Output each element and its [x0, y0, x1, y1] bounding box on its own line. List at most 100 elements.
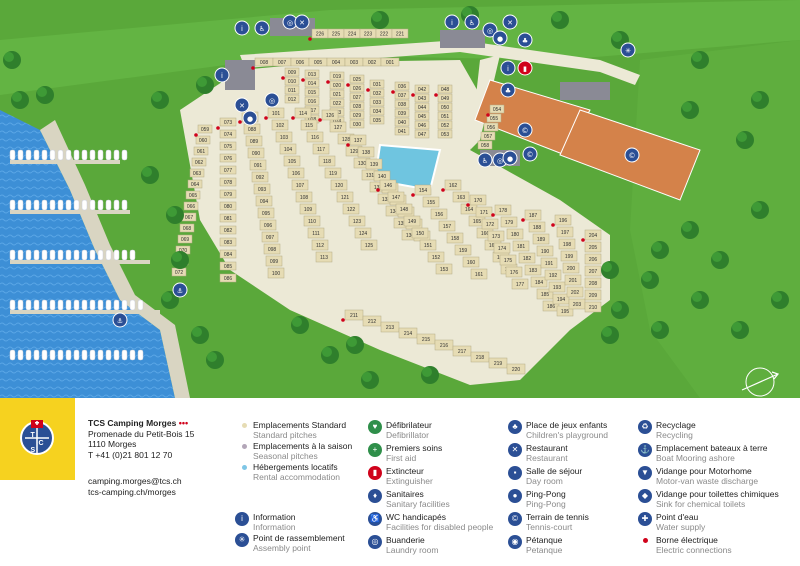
- tree: [651, 241, 669, 259]
- jetty: [10, 160, 120, 164]
- legend-label-en: Restaurant: [526, 453, 568, 463]
- restaurant-icon: ✕: [508, 443, 522, 457]
- pitch-number: 125: [365, 243, 374, 249]
- pitch-number: 165: [473, 219, 482, 225]
- boat-icon: ⚓: [638, 443, 652, 457]
- pitch: 001: [380, 57, 400, 67]
- wc-disabled-icon: ♿: [464, 14, 480, 30]
- boat: [25, 149, 32, 161]
- pitch-number: 148: [400, 207, 409, 213]
- pitch-number: 116: [311, 135, 319, 141]
- pitch-number: 112: [316, 243, 324, 249]
- electric-connection-dot: [291, 116, 295, 120]
- pitch-number: 222: [380, 32, 389, 38]
- ping-pong-icon: ●: [502, 150, 518, 166]
- pitch-type-swatch: [242, 444, 247, 449]
- pitch: 155: [422, 196, 440, 208]
- electric-connection-icon: [643, 538, 648, 543]
- pitch: 014: [304, 78, 320, 88]
- pitch-number: 123: [353, 219, 362, 225]
- boat: [33, 149, 40, 161]
- pitch-number: 186: [547, 304, 556, 310]
- electric-connection-dot: [441, 188, 445, 192]
- electric-connection-dot: [341, 318, 345, 322]
- pitch-number: 088: [248, 127, 257, 133]
- building: [560, 82, 610, 100]
- pitch-number: 105: [288, 159, 297, 165]
- pitch: 040: [394, 117, 410, 127]
- pitch-number: 097: [266, 235, 275, 241]
- pitch-number: 058: [481, 143, 490, 149]
- pitch-number: 052: [441, 123, 450, 129]
- ping-pong-icon: ●: [492, 30, 508, 46]
- pitch-number: 041: [398, 129, 407, 135]
- boat: [9, 349, 16, 361]
- pitch: 205: [584, 241, 602, 253]
- pitch: 009: [284, 67, 300, 77]
- boat: [89, 299, 96, 311]
- pitch-number: 151: [424, 243, 433, 249]
- pitch-number: 045: [418, 114, 427, 120]
- pitch: 055: [486, 113, 502, 123]
- pitch: 222: [375, 28, 393, 39]
- pitch-number: 196: [559, 218, 568, 224]
- pitch-number: 091: [254, 163, 263, 169]
- pitch: 083: [219, 237, 237, 247]
- pitch: 207: [584, 265, 602, 277]
- ping-pong-icon: ●: [242, 110, 258, 126]
- pitch-number: 049: [441, 96, 450, 102]
- pitch-number: 213: [386, 325, 395, 331]
- boat: [105, 149, 112, 161]
- tree: [36, 86, 54, 104]
- pitch: 110: [303, 215, 321, 227]
- pitch-number: 182: [523, 256, 532, 262]
- pitch-number: 113: [320, 255, 328, 261]
- pitch: 091: [249, 159, 267, 171]
- pitch: 104: [279, 143, 297, 155]
- svg-text:◎: ◎: [497, 157, 503, 165]
- pitch: 191: [540, 257, 558, 269]
- recycling-icon: ♻: [638, 420, 652, 434]
- pitch: 188: [528, 221, 546, 233]
- pitch-number: 122: [347, 207, 356, 213]
- pitch: 226: [311, 28, 329, 39]
- pitch-number: 152: [432, 255, 441, 261]
- pitch-number: 189: [537, 237, 546, 243]
- pitch: 221: [391, 28, 409, 39]
- legend-label-fr: Vidange pour toilettes chimiques: [656, 489, 779, 499]
- pitch: 120: [330, 179, 348, 191]
- camping-name: TCS Camping Morges: [88, 418, 177, 428]
- pitch-number: 004: [332, 60, 341, 66]
- pitch-number: 121: [341, 195, 350, 201]
- pitch-number: 134: [390, 209, 399, 215]
- boat: [17, 299, 24, 311]
- electric-connection-dot: [376, 188, 380, 192]
- pitch: 060: [195, 135, 211, 145]
- email-link[interactable]: camping.morges@tcs.ch: [88, 476, 182, 486]
- pitch-number: 149: [408, 219, 417, 225]
- pitch: 225: [327, 28, 345, 39]
- pitch: 197: [556, 226, 574, 238]
- pitch: 217: [452, 345, 472, 357]
- pitch-number: 014: [308, 81, 317, 87]
- tree: [681, 101, 699, 119]
- pitch-number: 094: [260, 199, 269, 205]
- legend-label-en: Defibrillator: [386, 430, 429, 440]
- pitch-number: 032: [373, 91, 382, 97]
- boat: [105, 349, 112, 361]
- boat: [41, 149, 48, 161]
- tree: [321, 346, 339, 364]
- pitch: 029: [349, 110, 365, 120]
- pitch: 048: [437, 84, 453, 94]
- website-link[interactable]: tcs-camping.ch/morges: [88, 486, 176, 497]
- pitch: 206: [584, 253, 602, 265]
- pitch-number: 034: [373, 109, 382, 115]
- pitch-number: 103: [280, 135, 289, 141]
- legend-label-en: First aid: [386, 453, 417, 463]
- legend-label-en: Laundry room: [386, 545, 439, 555]
- boat: [97, 249, 104, 261]
- pitch: 081: [219, 213, 237, 223]
